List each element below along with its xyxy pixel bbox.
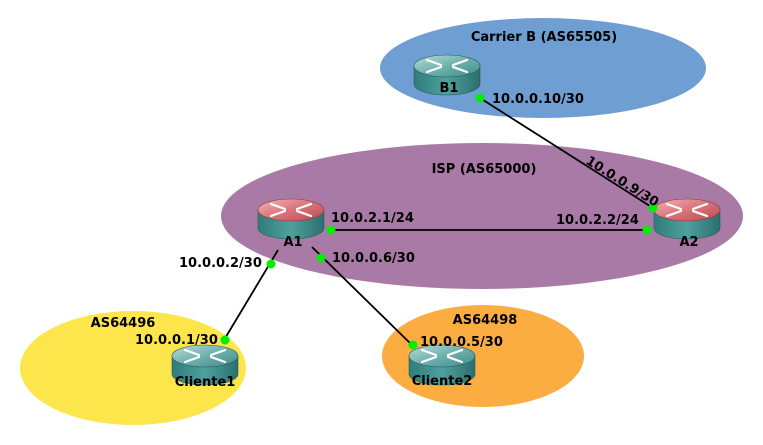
endpoint-a1-to-a2[interactable] (326, 225, 336, 235)
endpoint-a2-to-a1[interactable] (642, 225, 652, 235)
router-top (257, 198, 325, 222)
zone-carrier-b-label: Carrier B (AS65505) (471, 30, 617, 45)
router-top (171, 344, 239, 368)
router-b1[interactable]: B1 (413, 54, 481, 96)
endpoint-a1-to-cliente1[interactable] (266, 259, 276, 269)
zone-isp: ISP (AS65000) (221, 143, 743, 289)
ip-label-b1: 10.0.0.10/30 (492, 92, 584, 107)
endpoint-cliente2[interactable] (408, 340, 418, 350)
router-arrows-icon (420, 348, 464, 364)
router-a2[interactable]: A2 (653, 198, 721, 250)
router-cliente1[interactable]: Cliente1 (171, 344, 239, 390)
ip-label-a1-to-a2: 10.0.2.1/24 (331, 211, 414, 226)
interface-endpoints (220, 93, 658, 350)
ip-label-a1-to-cliente2: 10.0.0.6/30 (332, 251, 415, 266)
router-top (653, 198, 721, 222)
router-cliente1-label: Cliente1 (175, 375, 236, 390)
router-b1-label: B1 (440, 81, 459, 96)
router-arrows-icon (665, 202, 709, 218)
endpoint-a1-to-cliente2[interactable] (316, 253, 326, 263)
router-a1[interactable]: A1 (257, 198, 325, 250)
router-a2-label: A2 (679, 235, 698, 250)
router-cliente2[interactable]: Cliente2 (408, 344, 476, 389)
ip-label-a2-to-a1: 10.0.2.2/24 (556, 213, 639, 228)
router-top (413, 54, 481, 78)
ip-label-a1-to-cliente1: 10.0.0.2/30 (179, 256, 262, 271)
router-arrows-icon (425, 58, 469, 74)
zone-as64496-label: AS64496 (91, 316, 156, 331)
ip-labels: 10.0.0.10/30 10.0.0.9/30 10.0.2.1/24 10.… (135, 92, 661, 350)
link-b1-a2[interactable] (479, 97, 654, 209)
zone-isp-label: ISP (AS65000) (432, 162, 537, 177)
link-a1-cliente2[interactable] (311, 246, 413, 346)
zone-as64496: AS64496 (20, 311, 246, 425)
ip-label-cliente2: 10.0.0.5/30 (420, 335, 503, 350)
endpoint-cliente1[interactable] (220, 335, 230, 345)
endpoint-b1[interactable] (475, 93, 485, 103)
router-arrows-icon (269, 202, 313, 218)
endpoint-a2-to-b1[interactable] (648, 203, 658, 213)
zone-as64496-area (20, 311, 246, 425)
ip-label-cliente1: 10.0.0.1/30 (135, 333, 218, 348)
router-a1-label: A1 (283, 235, 302, 250)
zone-isp-area (221, 143, 743, 289)
zone-as64498-label: AS64498 (453, 313, 518, 328)
router-cliente2-label: Cliente2 (412, 374, 473, 389)
router-arrows-icon (183, 348, 227, 364)
